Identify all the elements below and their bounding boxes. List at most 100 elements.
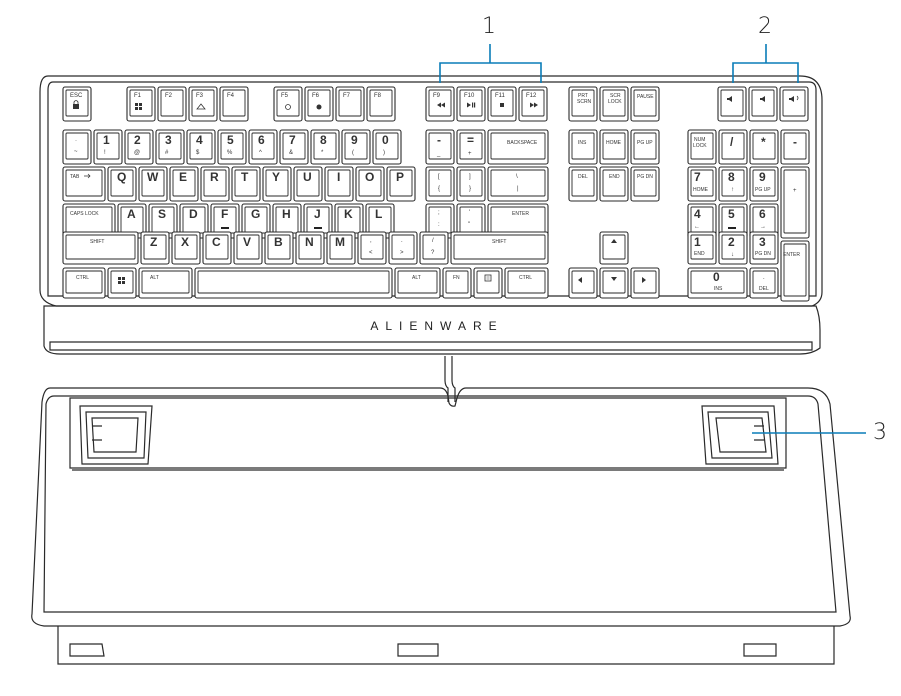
key-label: T (241, 170, 249, 184)
key-f6[interactable]: F6 (304, 86, 334, 122)
key-mute[interactable] (717, 86, 747, 122)
key-right-ctrl[interactable]: CTRL (504, 267, 549, 299)
key-keypad-plus[interactable]: + (780, 166, 810, 239)
key-label: CAPS LOCK (70, 211, 99, 217)
key-page-down[interactable]: PG DN (630, 166, 660, 202)
key-o[interactable]: O (355, 166, 385, 202)
key-f1[interactable]: F1 (126, 86, 156, 122)
key-3[interactable]: 3# (155, 129, 185, 165)
key-page-up[interactable]: PG UP (630, 129, 660, 165)
key-minus[interactable]: -_ (425, 129, 455, 165)
key-6[interactable]: 6^ (248, 129, 278, 165)
right-kickstand[interactable] (701, 405, 779, 465)
key-backslash[interactable]: \| (487, 166, 549, 202)
key-r[interactable]: R (200, 166, 230, 202)
key-left-shift[interactable]: SHIFT (62, 231, 139, 265)
key-keypad-9[interactable]: 9PG UP (749, 166, 779, 202)
key-left-alt[interactable]: ALT (138, 267, 193, 299)
key-right-alt[interactable]: ALT (394, 267, 441, 299)
key-arrow-down[interactable] (599, 267, 629, 299)
key-f5[interactable]: F5 (273, 86, 303, 122)
key-9[interactable]: 9( (341, 129, 371, 165)
key-keypad-multiply[interactable]: * (749, 129, 779, 165)
key-u[interactable]: U (293, 166, 323, 202)
key-4[interactable]: 4$ (186, 129, 216, 165)
key-right-bracket[interactable]: ]} (456, 166, 486, 202)
key-keypad-minus[interactable]: - (780, 129, 810, 165)
key-fn[interactable]: FN (442, 267, 472, 299)
key-m[interactable]: M (326, 231, 356, 265)
key-spacebar[interactable] (194, 267, 393, 299)
key-arrow-left[interactable] (568, 267, 598, 299)
key-8[interactable]: 8* (310, 129, 340, 165)
key-a[interactable]: A (117, 203, 147, 239)
key-keypad-3[interactable]: 3PG DN (749, 231, 779, 265)
key-print-screen[interactable]: PRT SCRN (568, 86, 598, 122)
key-windows[interactable] (107, 267, 137, 299)
key-x[interactable]: X (171, 231, 201, 265)
key-q[interactable]: Q (107, 166, 137, 202)
key-slash[interactable]: /? (419, 231, 449, 265)
key-pause[interactable]: PAUSE (630, 86, 660, 122)
key-label: NUM (694, 137, 705, 143)
key-keypad-decimal[interactable]: .DEL (749, 267, 779, 299)
key-keypad-enter[interactable]: ENTER (780, 240, 810, 302)
key-5[interactable]: 5% (217, 129, 247, 165)
key-i[interactable]: I (324, 166, 354, 202)
key-f12[interactable]: F12 (518, 86, 548, 122)
key-z[interactable]: Z (140, 231, 170, 265)
key-f7[interactable]: F7 (335, 86, 365, 122)
key-right-shift[interactable]: SHIFT (450, 231, 549, 265)
key-delete[interactable]: DEL (568, 166, 598, 202)
key-keypad-divide[interactable]: / (718, 129, 748, 165)
key-label: P (396, 170, 404, 184)
key-tab[interactable]: TAB (62, 166, 106, 202)
key-2[interactable]: 2@ (124, 129, 154, 165)
key-label: 6 (759, 207, 766, 221)
key-7[interactable]: 7& (279, 129, 309, 165)
key-volume-up[interactable] (779, 86, 809, 122)
key-n[interactable]: N (295, 231, 325, 265)
key-f4[interactable]: F4 (219, 86, 249, 122)
key-e[interactable]: E (169, 166, 199, 202)
key-f2[interactable]: F2 (157, 86, 187, 122)
key-insert[interactable]: INS (568, 129, 598, 165)
key-volume-down[interactable] (748, 86, 778, 122)
key-equals[interactable]: =+ (456, 129, 486, 165)
key-label: F3 (196, 93, 204, 99)
key-arrow-right[interactable] (630, 267, 660, 299)
key-f11[interactable]: F11 (487, 86, 517, 122)
key-tilde[interactable]: ·~ (62, 129, 92, 165)
key-end[interactable]: END (599, 166, 629, 202)
key-f9[interactable]: F9 (425, 86, 455, 122)
key-t[interactable]: T (231, 166, 261, 202)
key-y[interactable]: Y (262, 166, 292, 202)
key-backspace[interactable]: BACKSPACE (487, 129, 549, 165)
key-w[interactable]: W (138, 166, 168, 202)
key-period[interactable]: .> (388, 231, 418, 265)
key-g[interactable]: G (241, 203, 271, 239)
key-left-bracket[interactable]: [{ (425, 166, 455, 202)
key-arrow-up[interactable] (599, 231, 629, 265)
key-v[interactable]: V (233, 231, 263, 265)
key-f3[interactable]: F3 (188, 86, 218, 122)
key-scroll-lock[interactable]: SCR LOCK (599, 86, 629, 122)
key-1[interactable]: 1! (93, 129, 123, 165)
key-home[interactable]: HOME (599, 129, 629, 165)
key-keypad-2[interactable]: 2↓ (718, 231, 748, 265)
key-b[interactable]: B (264, 231, 294, 265)
key-comma[interactable]: ,< (357, 231, 387, 265)
key-menu[interactable] (473, 267, 503, 299)
key-keypad-8[interactable]: 8↑ (718, 166, 748, 202)
key-c[interactable]: C (202, 231, 232, 265)
key-left-ctrl[interactable]: CTRL (62, 267, 106, 299)
key-f8[interactable]: F8 (366, 86, 396, 122)
key-p[interactable]: P (386, 166, 416, 202)
key-esc[interactable]: ESC (62, 86, 92, 122)
key-0[interactable]: 0) (372, 129, 402, 165)
key-f10[interactable]: F10 (456, 86, 486, 122)
